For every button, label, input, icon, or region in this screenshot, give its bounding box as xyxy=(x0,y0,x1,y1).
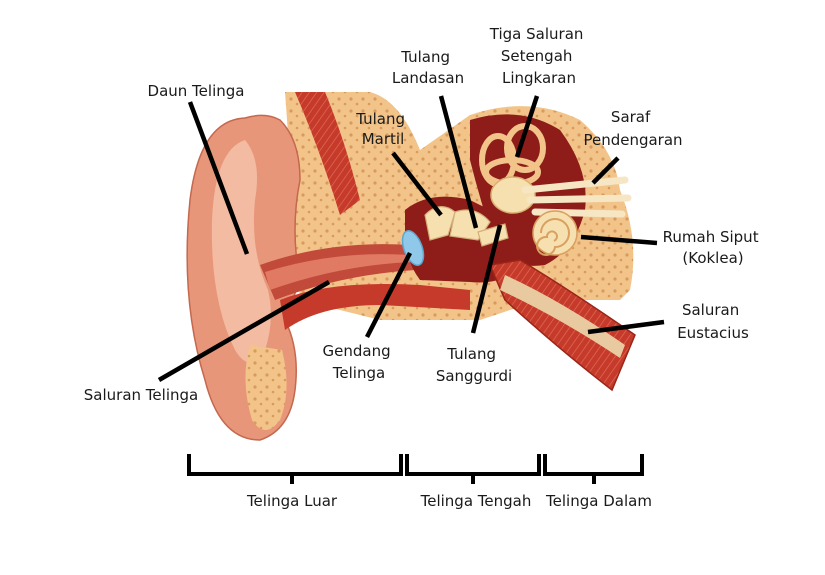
muscle-bottom xyxy=(280,284,470,330)
leader-saluran-eustacius xyxy=(587,319,665,335)
leader-tulang-martil xyxy=(391,151,443,217)
ossicle-malleus xyxy=(424,206,456,241)
leader-saluran-telinga xyxy=(157,280,331,382)
section-telinga-luar: Telinga Luar xyxy=(246,492,338,510)
leader-tulang-landasan xyxy=(438,95,479,229)
label-tulang-martil: Tulang Martil xyxy=(355,110,410,148)
leader-lines xyxy=(157,95,665,382)
label-tiga-saluran: Tiga Saluran Setengah Lingkaran xyxy=(489,25,588,87)
label-gendang-telinga: Gendang Telinga xyxy=(323,342,396,382)
ear-canal-lining xyxy=(265,254,412,290)
leader-saraf-pendengaran xyxy=(591,156,620,185)
label-tulang-sanggurdi: Tulang Sanggurdi xyxy=(436,345,512,385)
ear-illustration xyxy=(186,92,636,441)
label-tulang-landasan: Tulang Landasan xyxy=(392,48,464,87)
bracket-telinga-tengah xyxy=(405,454,541,484)
section-telinga-dalam: Telinga Dalam xyxy=(545,492,652,510)
section-brackets: Telinga Luar Telinga Tengah Telinga Dala… xyxy=(187,454,652,510)
section-telinga-tengah: Telinga Tengah xyxy=(420,492,532,510)
earlobe xyxy=(245,345,287,430)
labels: Daun Telinga Tulang Martil Tulang Landas… xyxy=(84,25,764,404)
leader-tiga-saluran xyxy=(514,95,540,158)
eustachian-lumen xyxy=(500,275,625,358)
label-saluran-eustacius: Saluran Eustacius xyxy=(677,301,749,342)
cochlea xyxy=(532,210,578,256)
leader-rumah-siput xyxy=(580,234,658,246)
leader-daun-telinga xyxy=(187,101,250,255)
leader-gendang-telinga xyxy=(364,251,413,339)
label-rumah-siput: Rumah Siput (Koklea) xyxy=(663,228,764,267)
label-daun-telinga: Daun Telinga xyxy=(148,82,245,100)
label-saraf-pendengaran: Saraf Pendengaran xyxy=(583,108,682,149)
bracket-telinga-dalam xyxy=(543,454,644,484)
bracket-telinga-luar xyxy=(187,454,403,484)
vestibule xyxy=(490,176,536,214)
label-saluran-telinga: Saluran Telinga xyxy=(84,386,198,404)
leader-tulang-sanggurdi xyxy=(470,224,503,334)
muscle-top xyxy=(295,92,360,215)
